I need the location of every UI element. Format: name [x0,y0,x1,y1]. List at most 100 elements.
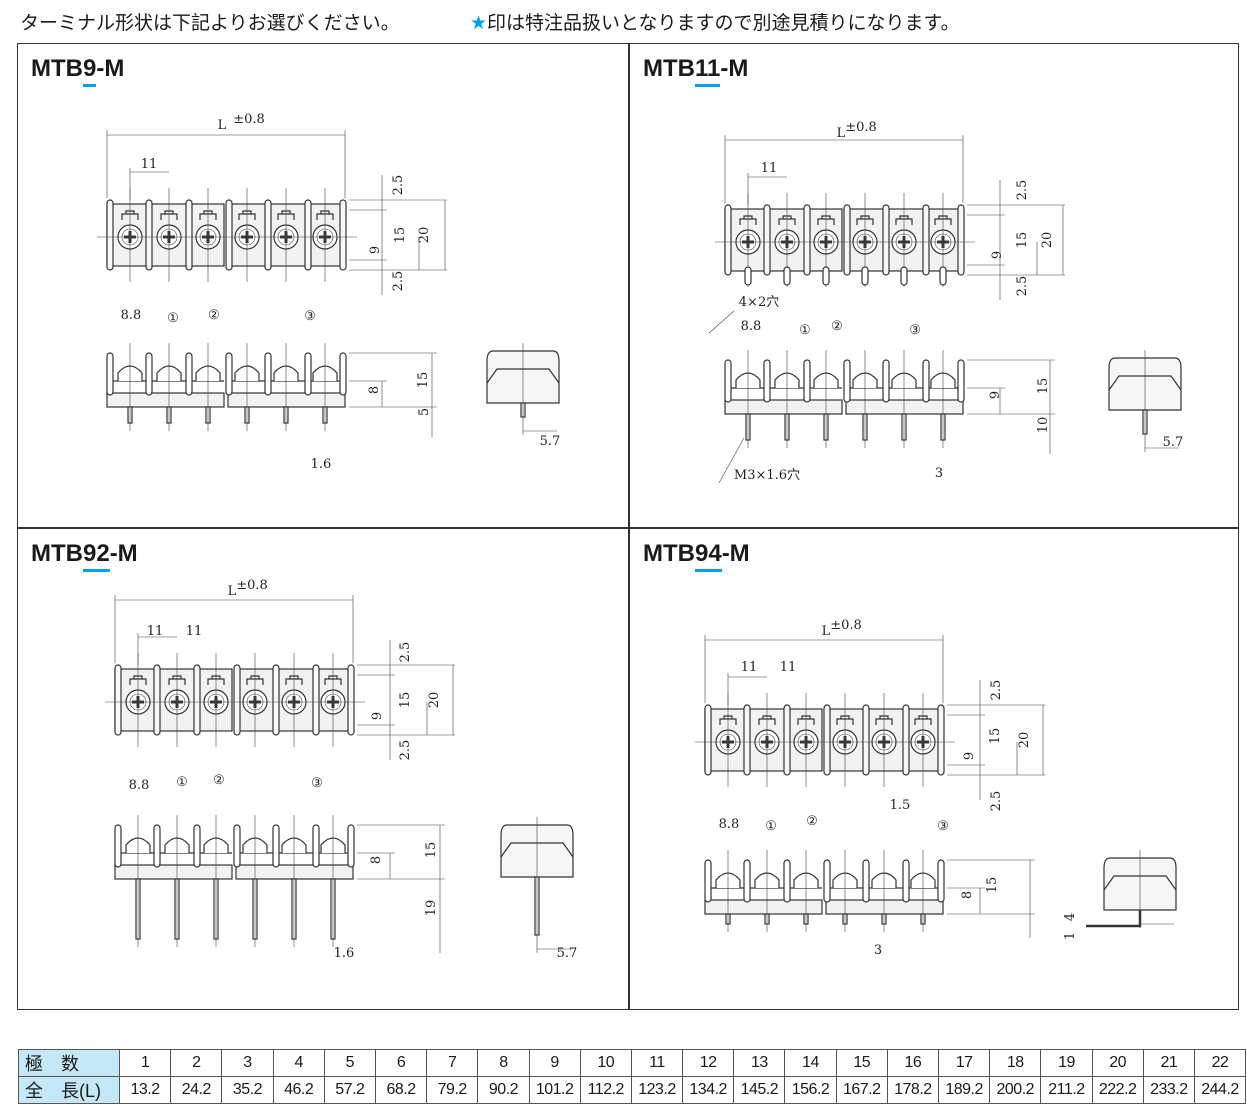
panel-title: MTB11-M [643,55,749,82]
dimension-label: 5.7 [557,946,578,961]
pole-count-cell: 8 [477,1049,530,1077]
pole-count-cell: 7 [426,1049,479,1077]
barrier [763,359,771,403]
barrier [185,199,193,271]
dimension-label: ① [176,775,188,790]
drawing-line [349,175,447,295]
terminal-base [106,392,225,408]
barrier [902,859,910,903]
length-cell: 222.2 [1091,1076,1144,1104]
dimension-label: 15 [988,728,1003,745]
barrier [724,204,732,276]
dimension-label: 11 [186,624,203,639]
barrier [106,352,114,396]
barrier [193,824,201,868]
dimension-label: L [837,126,846,141]
pole-count-cell: 1 [118,1049,172,1077]
barrier [902,704,910,776]
length-cell: 145.2 [733,1076,786,1104]
end-view [500,817,574,953]
barrier [145,352,153,396]
drawing-line [1144,350,1179,452]
pole-count-cell: 19 [1040,1049,1093,1077]
dimension-label: 20 [1040,232,1055,249]
dimension-label: 1.6 [311,457,332,472]
drawing-line [536,817,571,953]
dimension-label: M3×1.6穴 [734,468,800,483]
length-header: 全 長(L) [18,1076,120,1104]
pole-count-cell: 9 [528,1049,581,1077]
length-cell: 46.2 [272,1076,325,1104]
end-view [1086,850,1177,928]
dimension-label: 20 [427,692,442,709]
dimension-label: ③ [304,309,316,324]
drawing-line [114,595,354,663]
barrier [312,664,320,736]
barrier [185,352,193,396]
length-cell: 233.2 [1142,1076,1195,1104]
barrier [862,704,870,776]
dimension-label: 20 [1017,732,1032,749]
drawing-line [708,310,735,334]
dimension-label: 2.5 [391,175,406,196]
dimension-label: 8.8 [129,778,150,793]
dimension-label: 8 [960,891,975,899]
barrier [233,664,241,736]
dimension-label: 2.5 [989,680,1004,701]
barrier [763,204,771,276]
barrier [312,824,320,868]
dimension-label: 15 [393,227,408,244]
pole-count-cell: 3 [221,1049,274,1077]
drawing-line [349,352,437,437]
length-cell: 244.2 [1193,1076,1247,1104]
side-view [114,815,445,953]
pole-count-cell: 11 [630,1049,684,1077]
length-cell: 167.2 [835,1076,888,1104]
pole-count-cell: 4 [272,1049,325,1077]
barrier [743,859,751,903]
dimension-label: 11 [780,660,797,675]
end-view [1108,350,1182,452]
length-cell: 112.2 [579,1076,632,1104]
pin-hole [783,266,791,286]
divider [628,43,630,1010]
drawing-line [357,824,445,953]
dimension-label: 5.7 [540,434,561,449]
length-cell: 156.2 [784,1076,837,1104]
dimension-label: 1.6 [334,946,355,961]
drawing-line [947,859,1035,938]
drawing-line [137,633,177,665]
side-view [106,343,437,437]
pole-count-cell: 2 [170,1049,223,1077]
barrier [823,704,831,776]
barrier [704,704,712,776]
dimension-label: 15 [985,877,1000,894]
side-view [704,850,1035,938]
pole-count-cell: 21 [1142,1049,1195,1077]
dimension-label: ② [806,814,818,829]
panel-title: MTB94-M [643,540,750,567]
special-order-note: ★印は特注品扱いとなりますので別途見積りになります。 [470,8,960,35]
barrier [882,359,890,403]
drawing-line [106,130,346,198]
dimension-label: 4×2穴 [739,295,779,310]
barrier [347,664,355,736]
pin-hole [900,266,908,286]
divider [17,527,1239,529]
drawing-line [724,135,964,203]
drawing-line [129,168,169,200]
pin-hole [744,266,752,286]
drawing-line [727,673,767,705]
pole-count-cell: 6 [374,1049,428,1077]
length-cell: 123.2 [630,1076,684,1104]
length-cell: 101.2 [528,1076,581,1104]
pole-count-cell: 10 [579,1049,632,1077]
dimension-label: 10 [1036,417,1051,434]
barrier [783,859,791,903]
dimension-label: ±0.8 [236,578,268,593]
drawing-line [718,437,745,484]
dimension-label: 15 [1015,232,1030,249]
